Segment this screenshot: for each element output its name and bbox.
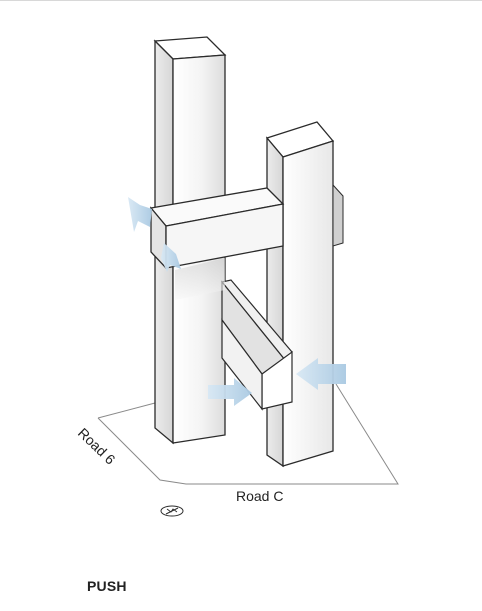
push-arrow-upper-left xyxy=(128,197,152,232)
diagram-caption: PUSH xyxy=(87,578,127,594)
right-tower xyxy=(265,121,344,468)
massing-diagram: Road 6 Road C xyxy=(75,36,399,517)
push-arrow-right xyxy=(296,358,346,390)
top-divider xyxy=(0,0,482,1)
road-label-6: Road 6 xyxy=(75,425,119,468)
site-outline xyxy=(97,383,399,485)
push-arrow-lower-left xyxy=(208,378,252,406)
lower-bar xyxy=(220,279,293,411)
road-label-c: Road C xyxy=(236,488,283,504)
north-arrow-icon xyxy=(160,505,184,517)
cast-shadow xyxy=(175,258,225,300)
push-arrow-upper-bottom xyxy=(161,243,181,272)
